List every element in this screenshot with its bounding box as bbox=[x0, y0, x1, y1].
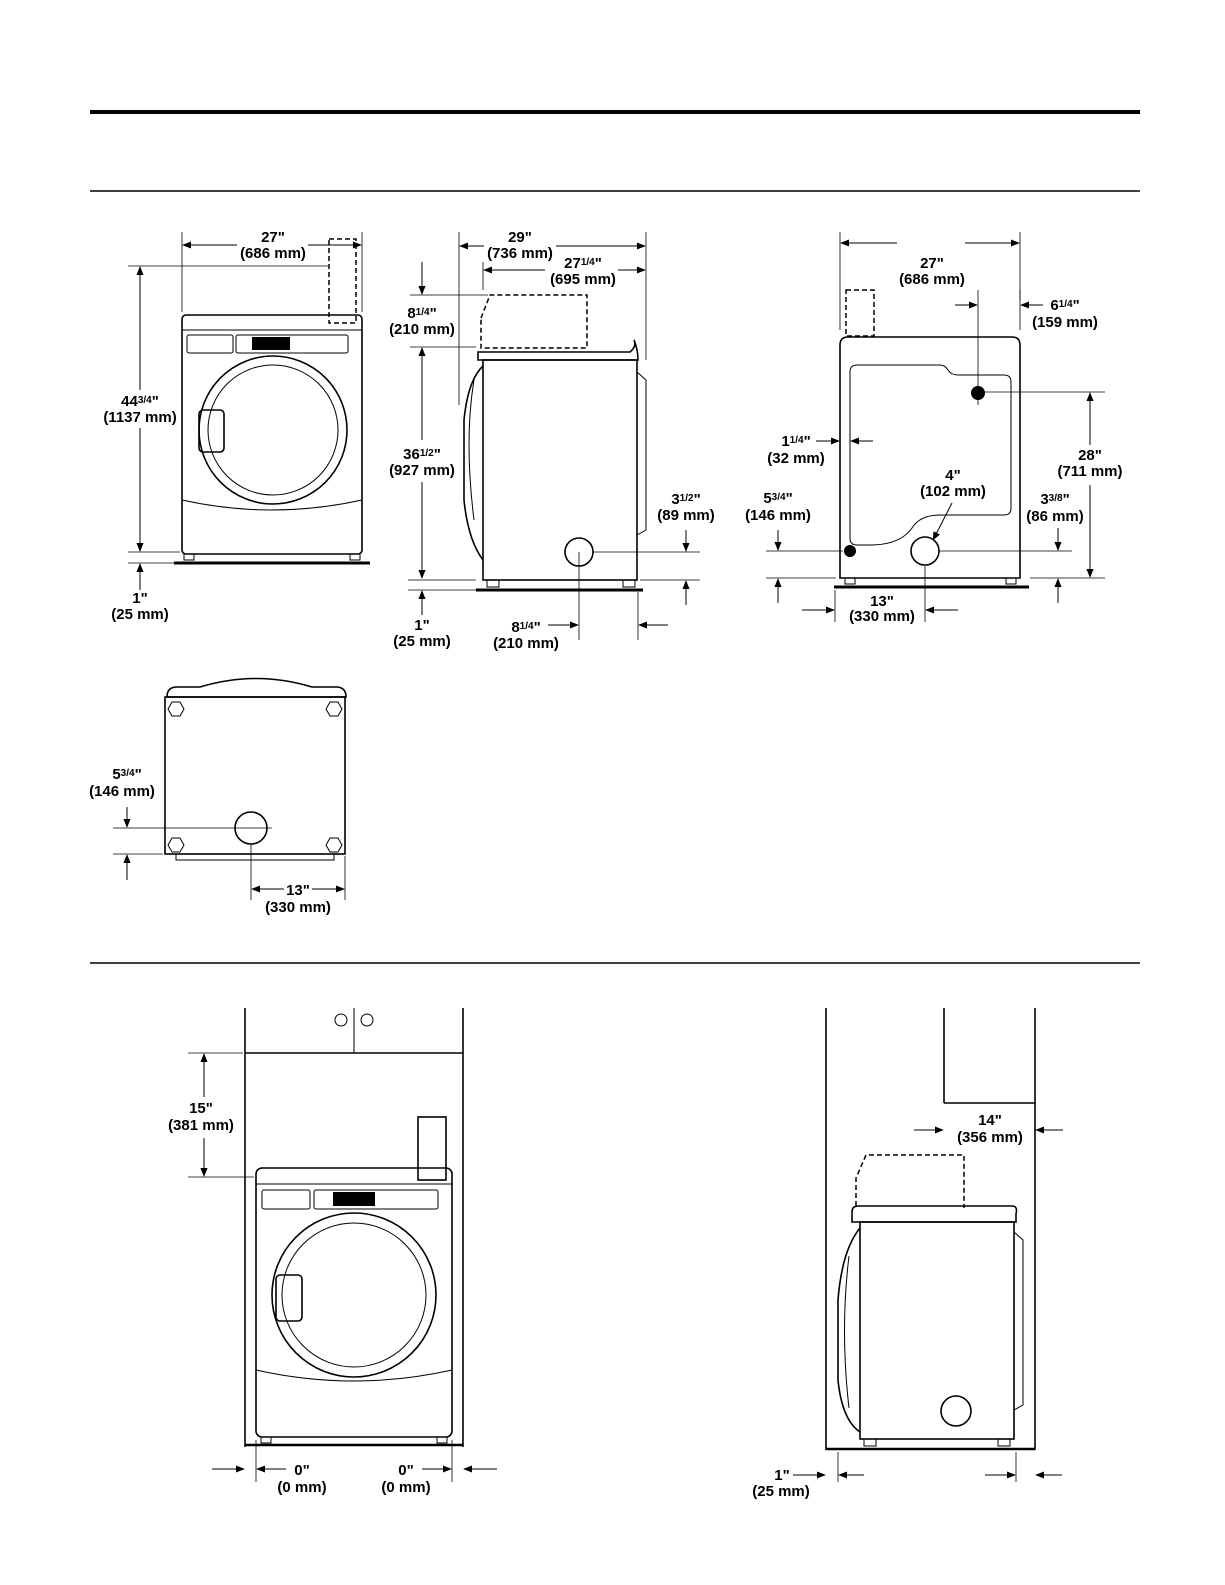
rear-gas-height-mm: (711 mm) bbox=[1057, 463, 1122, 480]
install-rear-clearance-mm: (25 mm) bbox=[752, 1483, 810, 1500]
side-exhaust-from-rear-in: 81/4" bbox=[511, 619, 540, 636]
bottom-exhaust-center-mm: (330 mm) bbox=[265, 899, 331, 916]
side-leg-mm: (25 mm) bbox=[393, 633, 451, 650]
rear-exhaust-center-in: 13" bbox=[870, 593, 894, 610]
rear-power-height-mm: (86 mm) bbox=[1026, 508, 1084, 525]
install-cabinet-depth-mm: (356 mm) bbox=[957, 1129, 1023, 1146]
bottom-view: 53/4" (146 mm) 13" (330 mm) bbox=[89, 677, 347, 916]
install-left-clearance-in: 0" bbox=[294, 1462, 309, 1479]
side-exhaust-height-in: 31/2" bbox=[671, 491, 700, 508]
side-vent-height-in: 81/4" bbox=[407, 305, 436, 322]
rear-exhaust-diameter-mm: (102 mm) bbox=[920, 483, 986, 500]
side-leg-in: 1" bbox=[414, 617, 429, 634]
rear-view: 27" (686 mm) 61/4" (159 mm) 11/4" (32 mm… bbox=[745, 232, 1123, 625]
rear-gas-height-in: 28" bbox=[1078, 447, 1102, 464]
rear-vent-offset-mm: (159 mm) bbox=[1032, 314, 1098, 331]
rear-left-offset-mm: (32 mm) bbox=[767, 450, 825, 467]
install-left-clearance-mm: (0 mm) bbox=[277, 1479, 326, 1496]
side-cabinet-height-mm: (927 mm) bbox=[389, 462, 455, 479]
install-top-clearance-in: 15" bbox=[189, 1100, 213, 1117]
install-rear-clearance-in: 1" bbox=[774, 1467, 789, 1484]
rear-exhaust-height-mm: (146 mm) bbox=[745, 507, 811, 524]
rear-width-mm: (686 mm) bbox=[899, 271, 965, 288]
install-right-clearance-in: 0" bbox=[398, 1462, 413, 1479]
bottom-exhaust-center-in: 13" bbox=[286, 882, 310, 899]
front-width-in: 27" bbox=[261, 229, 285, 246]
side-depth-cabinet-in: 271/4" bbox=[564, 255, 602, 272]
rear-exhaust-center-mm: (330 mm) bbox=[849, 608, 915, 625]
front-leg-in: 1" bbox=[132, 590, 147, 607]
bottom-exhaust-height-in: 53/4" bbox=[112, 766, 141, 783]
rear-exhaust-height-in: 53/4" bbox=[763, 490, 792, 507]
install-top-clearance-mm: (381 mm) bbox=[168, 1117, 234, 1134]
front-leg-mm: (25 mm) bbox=[111, 606, 169, 623]
side-depth-total-mm: (736 mm) bbox=[487, 245, 553, 262]
rear-left-offset-in: 11/4" bbox=[781, 433, 810, 450]
front-width-mm: (686 mm) bbox=[240, 245, 306, 262]
rear-width-in: 27" bbox=[920, 255, 944, 272]
front-height-mm: (1137 mm) bbox=[103, 409, 176, 426]
side-view: 29" (736 mm) 271/4" (695 mm) 81/4" (210 … bbox=[389, 229, 715, 652]
side-depth-total-in: 29" bbox=[508, 229, 532, 246]
front-height-in: 443/4" bbox=[121, 393, 159, 410]
side-vent-height-mm: (210 mm) bbox=[389, 321, 455, 338]
install-side-view: 14" (356 mm) 1" (25 mm) bbox=[752, 1008, 1063, 1500]
rear-exhaust-diameter-in: 4" bbox=[945, 467, 960, 484]
side-exhaust-height-mm: (89 mm) bbox=[657, 507, 715, 524]
install-cabinet-depth-in: 14" bbox=[978, 1112, 1002, 1129]
side-exhaust-from-rear-mm: (210 mm) bbox=[493, 635, 559, 652]
rear-vent-offset-in: 61/4" bbox=[1050, 297, 1079, 314]
front-view: 27" (686 mm) 443/4" (1137 mm) 1" (25 mm) bbox=[103, 229, 370, 623]
bottom-exhaust-height-mm: (146 mm) bbox=[89, 783, 155, 800]
install-right-clearance-mm: (0 mm) bbox=[381, 1479, 430, 1496]
side-cabinet-height-in: 361/2" bbox=[403, 446, 441, 463]
rear-power-height-in: 33/8" bbox=[1040, 491, 1069, 508]
install-front-view: 15" (381 mm) 0" (0 mm) 0" (0 mm) bbox=[168, 1008, 497, 1496]
side-depth-cabinet-mm: (695 mm) bbox=[550, 271, 616, 288]
